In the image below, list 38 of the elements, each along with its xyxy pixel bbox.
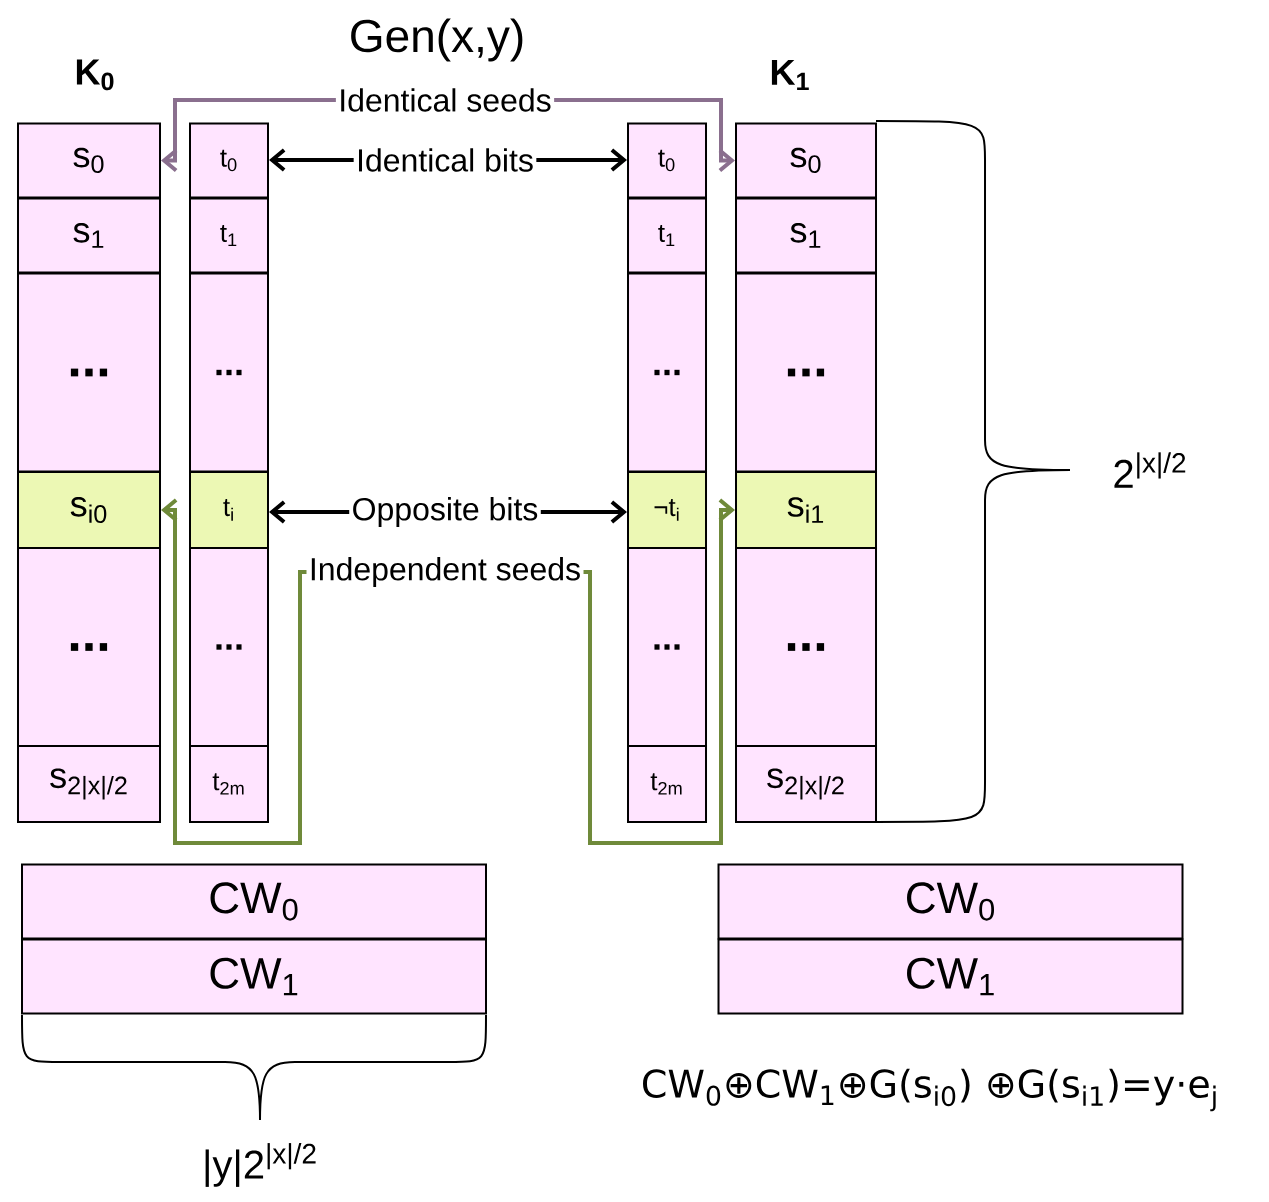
seed-cell: s$_{1}$ xyxy=(735,197,877,274)
arrow xyxy=(536,148,627,172)
bits-label: Identical bits xyxy=(359,148,533,172)
bit-cell: t$_{0}$ xyxy=(627,122,707,199)
arrow xyxy=(583,498,735,845)
arrow xyxy=(269,500,350,524)
title: Gen(x,y) xyxy=(351,18,523,62)
bits-label: Opposite bits xyxy=(353,497,538,527)
size-label: 2$^{|x|/2}$ xyxy=(1114,452,1186,488)
bit-cell: t$_{2m}$ xyxy=(189,745,269,823)
correction-word-cell: CW$_{0}$ xyxy=(717,863,1184,940)
seed-cell: s$_{i0}$ xyxy=(17,471,161,549)
bit-cell: t$_{2m}$ xyxy=(627,745,707,823)
correction-word-cell: CW$_{1}$ xyxy=(717,938,1184,1015)
seed-cell: s$_{0}$ xyxy=(735,122,877,199)
correction-word-cell: CW$_{0}$ xyxy=(21,863,487,940)
key-label: K$_{1}$ xyxy=(771,59,809,91)
arrow xyxy=(554,98,735,173)
arrow xyxy=(540,500,627,524)
bit-cell: ¬t$_{i}$ xyxy=(627,471,707,549)
seed-cell: s$_{2|x|/2}$ xyxy=(17,745,161,823)
size-label: |y|2$^{|x|/2}$ xyxy=(205,1143,316,1187)
bit-cell: t$_{1}$ xyxy=(189,197,269,274)
bit-cell: t$_{0}$ xyxy=(189,122,269,199)
arrow xyxy=(269,148,354,172)
seed-cell: s$_{0}$ xyxy=(17,122,161,199)
seeds-label: Identical seeds xyxy=(341,88,551,112)
equation: CW$_{0}$⊕CW$_{1}$⊕G(s$_{i0}$) ⊕G(s$_{i1}$)=y·e$_{j}$ xyxy=(643,1068,1216,1112)
bit-cell: t$_{1}$ xyxy=(627,197,707,274)
correction-word-cell: CW$_{1}$ xyxy=(21,938,487,1015)
seed-cell: s$_{2|x|/2}$ xyxy=(735,745,877,823)
seeds-label: Independent seeds xyxy=(311,557,580,587)
seed-cell: s$_{1}$ xyxy=(17,197,161,274)
seed-cell: s$_{i1}$ xyxy=(735,471,877,549)
arrow xyxy=(161,498,307,845)
bit-cell: t$_{i}$ xyxy=(189,471,269,549)
key-label: K$_{0}$ xyxy=(76,59,114,91)
arrow xyxy=(161,98,336,173)
